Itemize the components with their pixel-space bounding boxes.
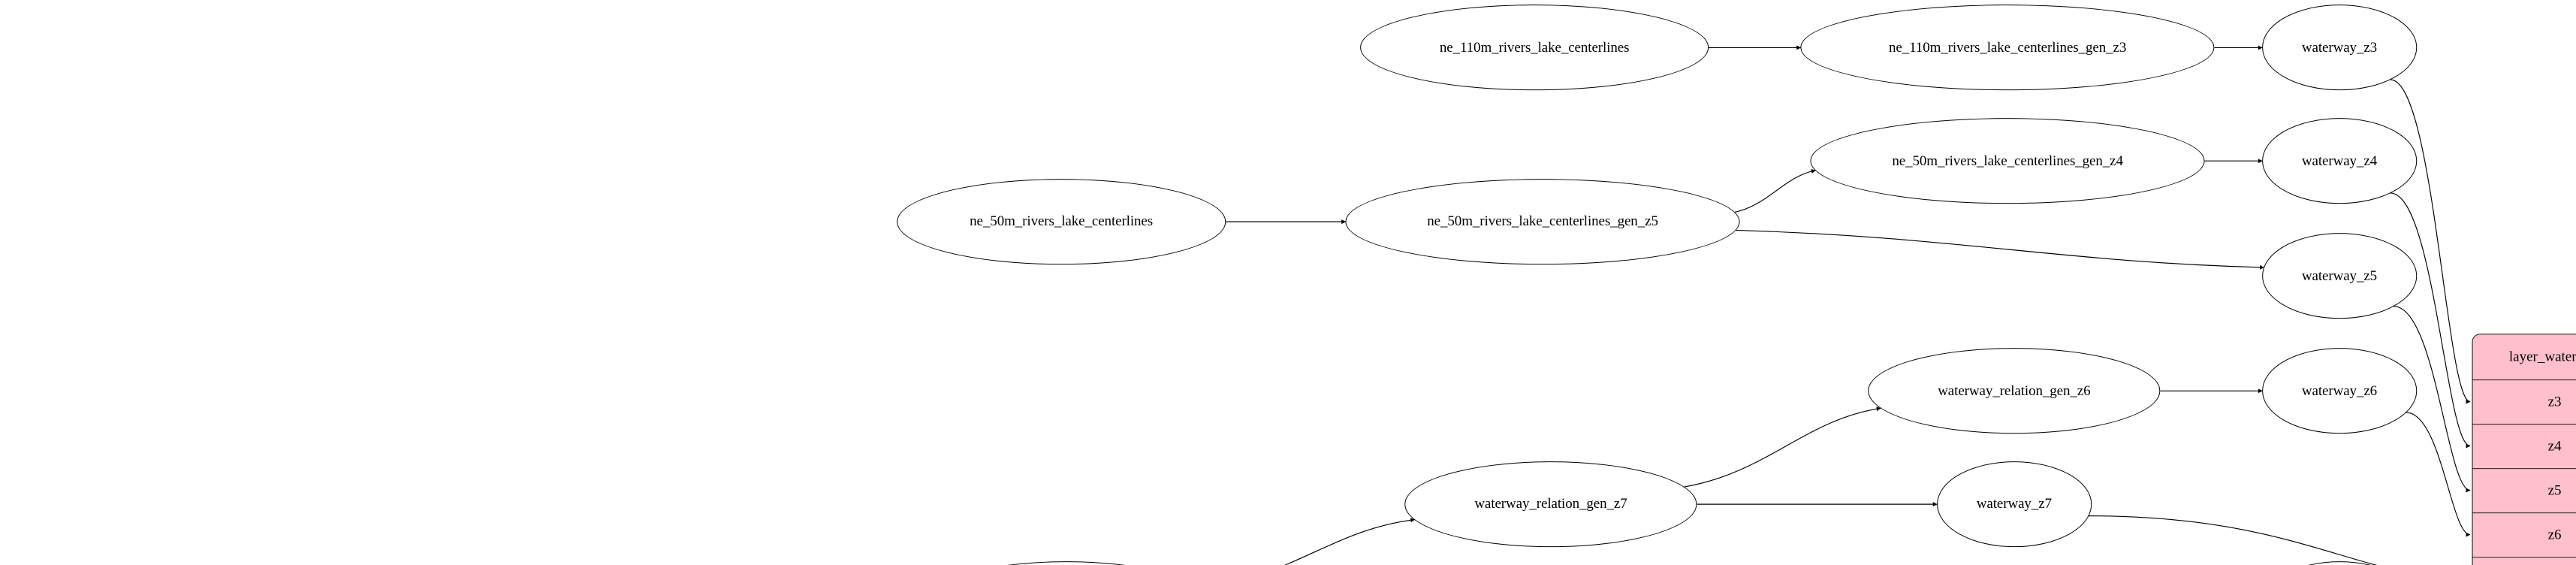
graph-node-ne_50m_rivers_lake_centerlines_gen_z5[interactable]: ne_50m_rivers_lake_centerlines_gen_z5 (1345, 179, 1740, 264)
record-row-z4[interactable]: z4 (2472, 424, 2576, 469)
graph-node-waterway_z3[interactable]: waterway_z3 (2262, 5, 2417, 91)
node-label: waterway_z4 (2301, 153, 2378, 169)
graph-node-waterway_z4[interactable]: waterway_z4 (2262, 118, 2417, 204)
graph-node-ne_50m_rivers_lake_centerlines[interactable]: ne_50m_rivers_lake_centerlines (897, 179, 1226, 264)
node-label: waterway_z3 (2301, 39, 2378, 56)
graph-node-waterway_relation_gen_z6[interactable]: waterway_relation_gen_z6 (1868, 348, 2161, 434)
graph-node-ne_50m_rivers_lake_centerlines_gen_z4[interactable]: ne_50m_rivers_lake_centerlines_gen_z4 (1810, 118, 2205, 204)
record-row-z5[interactable]: z5 (2472, 468, 2576, 514)
record-title: layer_waterway (2472, 334, 2576, 380)
graph-node-ne_110m_rivers_lake_centerlines_gen_z3[interactable]: ne_110m_rivers_lake_centerlines_gen_z3 (1800, 5, 2215, 91)
record-row-z6[interactable]: z6 (2472, 513, 2576, 558)
node-label: waterway_relation_gen_z6 (1938, 382, 2091, 399)
node-label: ne_50m_rivers_lake_centerlines_gen_z5 (1427, 213, 1658, 230)
graph-node-waterway_z7[interactable]: waterway_z7 (1937, 461, 2092, 547)
node-label: ne_110m_rivers_lake_centerlines_gen_z3 (1888, 39, 2127, 56)
graph-node-waterway_z6[interactable]: waterway_z6 (2262, 348, 2417, 434)
node-label: ne_50m_rivers_lake_centerlines (970, 213, 1154, 230)
node-label: waterway_relation_gen_z7 (1474, 496, 1627, 512)
graph-node-waterway_z8[interactable]: waterway_z8 (2262, 561, 2417, 565)
node-label: ne_110m_rivers_lake_centerlines (1439, 39, 1630, 56)
node-label: waterway_z6 (2301, 382, 2378, 399)
graph-node-waterway_z5[interactable]: waterway_z5 (2262, 233, 2417, 319)
node-label: waterway_z5 (2301, 267, 2378, 284)
record-node-layer-waterway[interactable]: layer_waterwayz3z4z5z6z7z8z9z10z11z12z13… (2472, 333, 2576, 565)
graph-node-waterway_relation_gen_z7[interactable]: waterway_relation_gen_z7 (1404, 461, 1697, 547)
graph-node-waterway_relation_gen_z8[interactable]: waterway_relation_gen_z8 (920, 561, 1213, 565)
node-label: ne_50m_rivers_lake_centerlines_gen_z4 (1892, 153, 2123, 169)
graph-node-ne_110m_rivers_lake_centerlines[interactable]: ne_110m_rivers_lake_centerlines (1360, 5, 1709, 91)
record-row-z7[interactable]: z7 (2472, 557, 2576, 565)
record-row-z3[interactable]: z3 (2472, 379, 2576, 425)
node-label: waterway_z7 (1976, 496, 2052, 512)
